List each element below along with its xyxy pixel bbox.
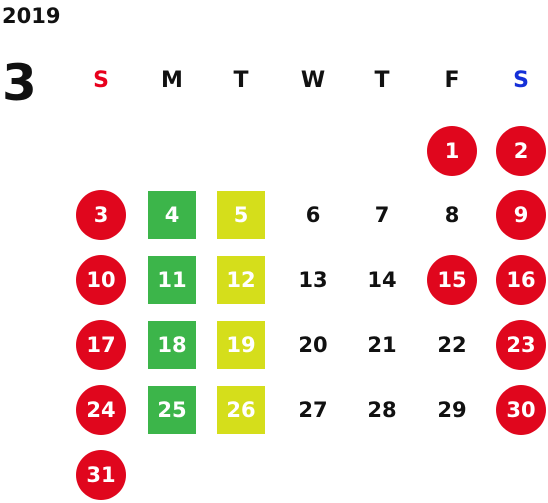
day-cell-2[interactable]: 2: [496, 126, 546, 176]
day-cell-28[interactable]: 28: [367, 398, 397, 422]
month-number: 3: [2, 54, 37, 112]
day-cell-7[interactable]: 7: [374, 203, 390, 227]
day-cell-5[interactable]: 5: [217, 191, 265, 239]
day-cell-31[interactable]: 31: [76, 450, 126, 500]
weekday-sunday: S: [93, 68, 109, 93]
day-cell-20[interactable]: 20: [298, 333, 328, 357]
day-cell-21[interactable]: 21: [367, 333, 397, 357]
weekday-tuesday: T: [233, 68, 249, 93]
day-cell-15[interactable]: 15: [427, 255, 477, 305]
day-cell-3[interactable]: 3: [76, 190, 126, 240]
year-label: 2019: [2, 4, 61, 28]
weekday-saturday: S: [513, 68, 529, 93]
day-cell-17[interactable]: 17: [76, 320, 126, 370]
day-cell-22[interactable]: 22: [437, 333, 467, 357]
day-cell-4[interactable]: 4: [148, 191, 196, 239]
day-cell-12[interactable]: 12: [217, 256, 265, 304]
day-cell-24[interactable]: 24: [76, 385, 126, 435]
day-cell-9[interactable]: 9: [496, 190, 546, 240]
day-cell-10[interactable]: 10: [76, 255, 126, 305]
day-cell-14[interactable]: 14: [367, 268, 397, 292]
day-cell-30[interactable]: 30: [496, 385, 546, 435]
weekday-wednesday: W: [300, 68, 326, 93]
weekday-thursday: T: [374, 68, 390, 93]
day-cell-26[interactable]: 26: [217, 386, 265, 434]
day-cell-23[interactable]: 23: [496, 320, 546, 370]
day-cell-8[interactable]: 8: [444, 203, 460, 227]
day-cell-11[interactable]: 11: [148, 256, 196, 304]
day-cell-6[interactable]: 6: [305, 203, 321, 227]
day-cell-18[interactable]: 18: [148, 321, 196, 369]
day-cell-1[interactable]: 1: [427, 126, 477, 176]
day-cell-16[interactable]: 16: [496, 255, 546, 305]
weekday-friday: F: [444, 68, 460, 93]
day-cell-13[interactable]: 13: [298, 268, 328, 292]
day-cell-29[interactable]: 29: [437, 398, 467, 422]
weekday-monday: M: [161, 68, 183, 93]
day-cell-25[interactable]: 25: [148, 386, 196, 434]
day-cell-27[interactable]: 27: [298, 398, 328, 422]
day-cell-19[interactable]: 19: [217, 321, 265, 369]
